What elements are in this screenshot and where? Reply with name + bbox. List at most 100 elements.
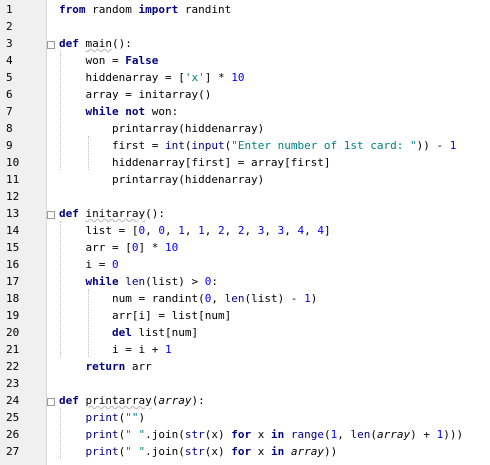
line-number: 27	[6, 445, 20, 458]
code-token: main	[85, 37, 113, 50]
line-number: 6	[6, 88, 13, 101]
code-token: printarray(hiddenarray)	[59, 122, 265, 135]
code-line[interactable]: 9 first = int(input("Enter number of 1st…	[0, 137, 490, 154]
code-token: (	[118, 445, 126, 458]
code-token: (	[224, 139, 232, 152]
code-token	[59, 360, 86, 373]
code-text: i = i + 1	[59, 341, 172, 358]
code-token: ,	[145, 224, 159, 237]
code-line[interactable]: 20 del list[num]	[0, 324, 490, 341]
code-token: (list) -	[244, 292, 305, 305]
code-token: (x)	[204, 445, 232, 458]
code-text: return arr	[59, 358, 152, 375]
code-token: while	[85, 275, 119, 288]
code-line[interactable]: 3 def main():	[0, 35, 490, 52]
line-number-gutter	[0, 0, 47, 465]
code-token: ,	[304, 224, 318, 237]
code-line[interactable]: 12	[0, 188, 490, 205]
code-token: str	[184, 445, 205, 458]
code-token: 10	[164, 241, 179, 254]
fold-marker-icon[interactable]	[47, 211, 55, 219]
code-text: i = 0	[59, 256, 118, 273]
code-token: printarray(hiddenarray)	[59, 173, 265, 186]
code-line[interactable]: 8 printarray(hiddenarray)	[0, 120, 490, 137]
code-token: (	[118, 411, 126, 424]
code-line[interactable]: 18 num = randint(0, len(list) - 1)	[0, 290, 490, 307]
line-number: 14	[6, 224, 20, 237]
code-text: def initarray():	[59, 205, 165, 222]
code-line[interactable]: 11 printarray(hiddenarray)	[0, 171, 490, 188]
code-token	[59, 275, 86, 288]
line-number: 15	[6, 241, 20, 254]
fold-marker-icon[interactable]	[47, 398, 55, 406]
code-token: 3	[257, 224, 265, 237]
code-text: while not won:	[59, 103, 179, 120]
code-line[interactable]: 6 array = initarray()	[0, 86, 490, 103]
code-token: while not	[85, 105, 146, 118]
code-line[interactable]: 22 return arr	[0, 358, 490, 375]
code-line[interactable]: 10 hiddenarray[first] = array[first]	[0, 154, 490, 171]
code-line[interactable]: 27 print(" ".join(str(x) for x in array)…	[0, 443, 490, 460]
code-token: arr = [	[59, 241, 132, 254]
code-token: array = initarray()	[59, 88, 212, 101]
code-token: ,	[211, 292, 225, 305]
code-token: array	[377, 428, 411, 441]
code-token: printarray	[85, 394, 152, 407]
line-number: 26	[6, 428, 20, 441]
code-line[interactable]: 21 i = i + 1	[0, 341, 490, 358]
code-token: 1	[178, 224, 185, 237]
code-line[interactable]: 23	[0, 375, 490, 392]
code-token: 10	[231, 71, 245, 84]
code-token: ,	[204, 224, 218, 237]
code-token: ,	[164, 224, 179, 237]
code-line[interactable]: 17 while len(list) > 0:	[0, 273, 490, 290]
code-token: " "	[125, 445, 146, 458]
line-number: 9	[6, 139, 13, 152]
code-line[interactable]: 14 list = [0, 0, 1, 1, 2, 2, 3, 3, 4, 4]	[0, 222, 490, 239]
code-token: 4	[297, 224, 305, 237]
code-token: len	[350, 428, 371, 441]
code-token: 0	[204, 275, 212, 288]
line-number: 7	[6, 105, 13, 118]
fold-marker-icon[interactable]	[47, 41, 55, 49]
code-text: printarray(hiddenarray)	[59, 171, 264, 188]
code-line[interactable]: 25 print("")	[0, 409, 490, 426]
code-line[interactable]: 16 i = 0	[0, 256, 490, 273]
code-line[interactable]: 7 while not won:	[0, 103, 490, 120]
code-token: del	[111, 326, 132, 339]
line-number: 4	[6, 54, 13, 67]
code-line[interactable]: 5 hiddenarray = ['x'] * 10	[0, 69, 490, 86]
code-token: hiddenarray = [	[59, 71, 185, 84]
line-number: 17	[6, 275, 20, 288]
code-token: ""	[125, 411, 139, 424]
code-token: print	[85, 411, 119, 424]
code-line[interactable]: 2	[0, 18, 490, 35]
line-number: 3	[6, 37, 13, 50]
code-token: ]	[323, 224, 331, 237]
line-number: 22	[6, 360, 20, 373]
code-line[interactable]: 4 won = False	[0, 52, 490, 69]
code-text: print(" ".join(str(x) for x in array))	[59, 443, 338, 460]
code-line[interactable]: 26 print(" ".join(str(x) for x in range(…	[0, 426, 490, 443]
code-line[interactable]: 19 arr[i] = list[num]	[0, 307, 490, 324]
code-token	[59, 105, 86, 118]
code-token: i =	[59, 258, 112, 271]
code-token: (	[370, 428, 377, 441]
code-token	[284, 445, 291, 458]
code-line[interactable]: 15 arr = [0] * 10	[0, 239, 490, 256]
code-token: False	[125, 54, 159, 67]
code-text: def main():	[59, 35, 132, 52]
code-token: 1	[330, 428, 338, 441]
code-token: (list) >	[145, 275, 205, 288]
code-token: (	[118, 428, 126, 441]
indent-guide	[88, 289, 89, 357]
code-token: ] *	[138, 241, 165, 254]
code-token: 1	[436, 428, 444, 441]
line-number: 23	[6, 377, 20, 390]
code-token: def	[59, 37, 86, 50]
code-token: 2	[217, 224, 225, 237]
